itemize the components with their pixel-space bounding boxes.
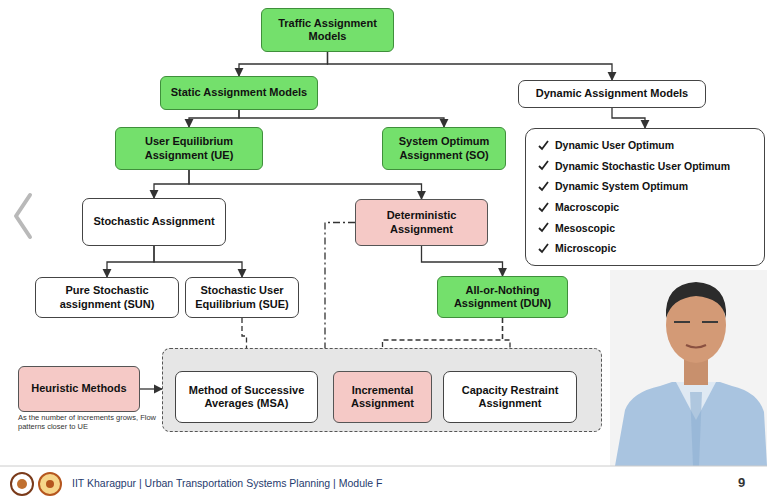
presenter-photo bbox=[610, 270, 767, 466]
box-label: Deterministic Assignment bbox=[361, 209, 482, 235]
box-label: Stochastic User Equilibrium (SUE) bbox=[191, 284, 293, 310]
model-box: User Equilibrium Assignment (UE) bbox=[115, 127, 263, 170]
footer-text: IIT Kharagpur | Urban Transportation Sys… bbox=[72, 477, 492, 490]
box-label: Dynamic Assignment Models bbox=[536, 87, 688, 100]
connector-arrow bbox=[107, 246, 154, 277]
connector-arrow bbox=[154, 246, 242, 277]
check-mark bbox=[538, 140, 549, 151]
list-item: Dynamic System Optimum bbox=[555, 180, 688, 193]
check-row: Microscopic bbox=[538, 242, 616, 255]
box-label: Traffic Assignment Models bbox=[267, 17, 388, 43]
connector-arrow bbox=[328, 52, 613, 80]
check-row: Mesoscopic bbox=[538, 222, 615, 235]
method-box: Stochastic Assignment bbox=[82, 198, 226, 246]
list-item: Dynamic Stochastic User Optimum bbox=[555, 160, 730, 173]
box-label: Method of Successive Averages (MSA) bbox=[181, 384, 312, 410]
method-box: Pure Stochastic assignment (SUN) bbox=[35, 277, 179, 318]
method-box: Method of Successive Averages (MSA) bbox=[175, 371, 318, 423]
box-label: Pure Stochastic assignment (SUN) bbox=[41, 284, 173, 310]
list-item: Microscopic bbox=[555, 242, 616, 255]
method-box: Incremental Assignment bbox=[333, 371, 432, 423]
checklist-box: Dynamic User OptimumDynamic Stochastic U… bbox=[525, 128, 765, 266]
connector-arrow bbox=[154, 170, 189, 198]
check-mark bbox=[538, 202, 549, 213]
box-label: Capacity Restraint Assignment bbox=[449, 384, 571, 410]
connector-arrow bbox=[189, 110, 239, 127]
category-box: Static Assignment Models bbox=[160, 76, 318, 110]
institute-logos bbox=[11, 473, 61, 495]
method-box: Stochastic User Equilibrium (SUE) bbox=[185, 277, 299, 318]
check-row: Dynamic User Optimum bbox=[538, 139, 674, 152]
box-label: Heuristic Methods bbox=[31, 382, 126, 395]
connector-arrow bbox=[422, 246, 503, 276]
nav-chevron bbox=[16, 195, 30, 237]
connector-arrow bbox=[239, 110, 444, 127]
connector-arrow bbox=[189, 170, 422, 199]
connector-arrow bbox=[612, 108, 645, 128]
check-mark bbox=[538, 181, 549, 192]
group-box: Method of Successive Averages (MSA) Incre… bbox=[162, 348, 602, 432]
method-box: All-or-Nothing Assignment (DUN) bbox=[437, 276, 568, 318]
box-label: Stochastic Assignment bbox=[93, 215, 214, 228]
root-box: Traffic Assignment Models bbox=[261, 8, 394, 52]
box-label: Static Assignment Models bbox=[171, 86, 308, 99]
method-box: Deterministic Assignment bbox=[355, 199, 488, 246]
check-mark bbox=[538, 222, 549, 233]
heuristic-box: Heuristic Methods bbox=[18, 366, 140, 412]
connector-arrow bbox=[239, 52, 328, 76]
method-box: Capacity Restraint Assignment bbox=[443, 371, 577, 423]
check-row: Dynamic System Optimum bbox=[538, 180, 688, 193]
slide-number: 9 bbox=[738, 475, 760, 491]
model-box: System Optimum Assignment (SO) bbox=[382, 127, 506, 170]
list-item: Dynamic User Optimum bbox=[555, 139, 674, 152]
box-label: System Optimum Assignment (SO) bbox=[388, 135, 500, 161]
category-box: Dynamic Assignment Models bbox=[518, 80, 706, 108]
list-item: Macroscopic bbox=[555, 201, 619, 214]
list-item: Mesoscopic bbox=[555, 222, 615, 235]
box-label: User Equilibrium Assignment (UE) bbox=[121, 135, 257, 161]
connector-arrow bbox=[140, 388, 162, 389]
box-label: All-or-Nothing Assignment (DUN) bbox=[443, 284, 562, 310]
check-row: Dynamic Stochastic User Optimum bbox=[538, 160, 730, 173]
check-mark bbox=[538, 243, 549, 254]
check-mark bbox=[538, 160, 549, 171]
note-text: As the number of increments grows, Flow … bbox=[18, 413, 168, 431]
check-row: Macroscopic bbox=[538, 201, 619, 214]
box-label: Incremental Assignment bbox=[339, 384, 426, 410]
footer-rule bbox=[0, 466, 767, 467]
